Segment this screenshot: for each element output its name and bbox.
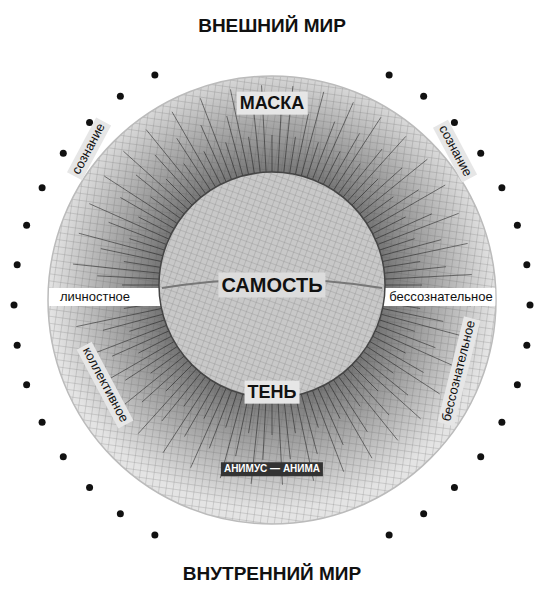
world-label: ВНУТРЕННИЙ МИР xyxy=(180,562,364,586)
self-circle: САМОСТЬ xyxy=(157,170,387,400)
persona-label: МАСКА xyxy=(237,92,308,115)
psyche-disc: МАСКАсознаниесознаниеличностноебессознат… xyxy=(47,75,497,525)
self-label: САМОСТЬ xyxy=(218,273,325,298)
shadow-label: ТЕНЬ xyxy=(245,381,300,404)
world-label: ВНЕШНИЙ МИР xyxy=(195,14,349,38)
layer-label: личностное xyxy=(57,289,133,306)
layer-label: бессознательное xyxy=(386,289,495,306)
anima-label: АНИМУС — АНИМА xyxy=(221,462,323,476)
